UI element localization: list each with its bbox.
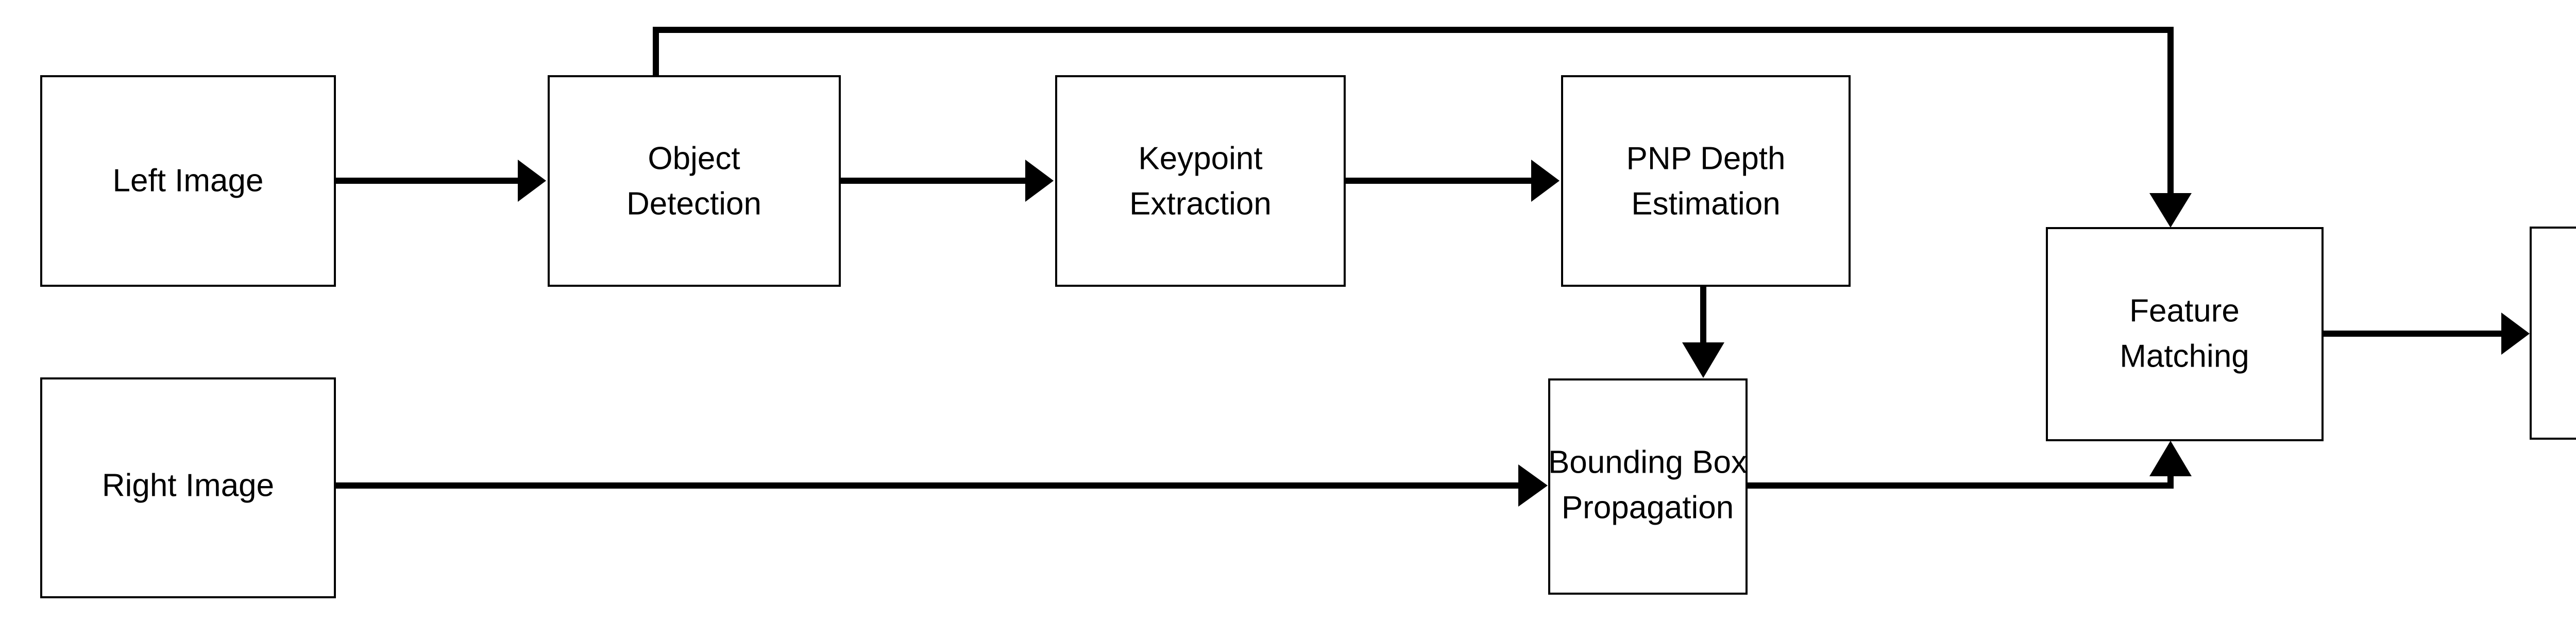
arrow-head-icon xyxy=(1682,342,1724,378)
arrow-head-icon xyxy=(1531,160,1560,202)
node-label-line2: Matching xyxy=(2120,338,2249,374)
node-object-detection[interactable]: Object Detection xyxy=(548,75,841,287)
edge-keypoint-extraction-to-pnp-depth xyxy=(1345,160,1560,202)
edge-feature-matching-to-cone-estimate xyxy=(2323,313,2530,355)
node-cone-estimate[interactable]: Cone Estimate xyxy=(2530,227,2576,440)
edge-line xyxy=(1747,474,2174,489)
node-box[interactable] xyxy=(1561,75,1851,287)
node-box[interactable] xyxy=(2530,227,2576,440)
node-box[interactable] xyxy=(548,75,841,287)
node-keypoint-extraction[interactable]: Keypoint Extraction xyxy=(1055,75,1346,287)
arrow-head-icon xyxy=(2501,313,2530,355)
edge-layer xyxy=(335,27,2530,507)
edge-pnp-depth-to-bounding-box xyxy=(1682,286,1724,378)
arrow-head-icon xyxy=(1518,464,1548,507)
node-pnp-depth-estimation[interactable]: PNP Depth Estimation xyxy=(1561,75,1851,287)
node-label-line1: Keypoint xyxy=(1138,141,1262,176)
edge-bounding-box-to-feature-matching xyxy=(1747,441,2192,489)
node-label-line1: PNP Depth xyxy=(1626,141,1785,176)
node-label-line1: Left Image xyxy=(113,163,264,198)
node-feature-matching[interactable]: Feature Matching xyxy=(2046,227,2324,441)
node-label-line2: Estimation xyxy=(1631,186,1780,221)
edge-right-image-to-bounding-box xyxy=(335,464,1548,507)
node-label-line2: Propagation xyxy=(1562,490,1734,525)
node-box[interactable] xyxy=(40,377,336,598)
node-box[interactable] xyxy=(2046,227,2324,441)
arrow-head-icon xyxy=(2149,441,2192,476)
node-label-line1: Object xyxy=(648,141,740,176)
node-right-image[interactable]: Right Image xyxy=(40,377,336,598)
node-box[interactable] xyxy=(1055,75,1346,287)
edge-object-detection-to-feature-matching xyxy=(653,27,2192,228)
node-label-line1: Bounding Box xyxy=(1548,444,1747,480)
node-box[interactable] xyxy=(40,75,336,287)
node-left-image[interactable]: Left Image xyxy=(40,75,336,287)
arrow-head-icon xyxy=(2149,193,2192,228)
arrow-head-icon xyxy=(1025,160,1054,202)
node-label-line1: Feature xyxy=(2129,293,2240,328)
node-label-line1: Right Image xyxy=(102,468,274,503)
edge-left-image-to-object-detection xyxy=(335,160,546,202)
edge-line xyxy=(653,27,2174,196)
node-label-line2: Detection xyxy=(626,186,761,221)
node-bounding-box-propagation[interactable]: Bounding Box Propagation xyxy=(1548,378,1748,595)
arrow-head-icon xyxy=(518,160,546,202)
node-label-line2: Extraction xyxy=(1129,186,1272,221)
edge-object-detection-to-keypoint-extraction xyxy=(840,160,1054,202)
node-box[interactable] xyxy=(1548,378,1748,595)
node-layer: Left Image Object Detection Keypoint Ext… xyxy=(40,75,2576,598)
